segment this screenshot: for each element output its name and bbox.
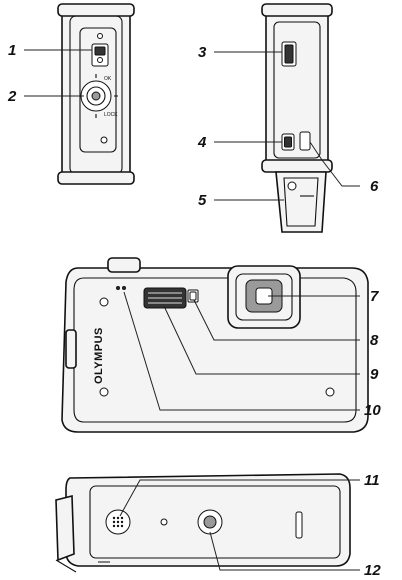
hdmi-micro-connector: [281, 133, 295, 151]
lock-mark: LOCK: [104, 112, 118, 118]
leader-lines: [24, 49, 360, 571]
battery-card-lock-knob: [74, 74, 118, 118]
flash: [143, 287, 187, 309]
leader-12: [209, 531, 360, 571]
callout-10: 10: [364, 402, 381, 419]
leader-9: [163, 305, 360, 375]
camera-front-view: OLYMPUS: [61, 257, 369, 433]
callout-6: 6: [370, 178, 379, 195]
callout-labels: 1 2 3 4 5 6 7 8 9 10 11 12: [7, 42, 381, 579]
callout-12: 12: [364, 562, 381, 579]
callout-8: 8: [370, 332, 379, 349]
brand-logo: OLYMPUS: [93, 327, 105, 384]
microphone: [116, 286, 126, 290]
connector-lock: [299, 131, 311, 151]
camera-side-view-closed: OK LOCK: [57, 3, 135, 185]
leader-8: [193, 299, 360, 341]
callout-1: 1: [8, 42, 16, 59]
callout-2: 2: [7, 88, 17, 105]
camera-side-view-open: [261, 3, 333, 233]
callout-4: 4: [197, 134, 207, 151]
camera-bottom-view: [55, 473, 351, 573]
callout-9: 9: [370, 366, 379, 383]
speaker: [105, 509, 131, 535]
ok-mark: OK: [104, 76, 112, 82]
callout-5: 5: [198, 192, 207, 209]
connector-cover-open: [275, 171, 327, 233]
leader-11: [119, 479, 360, 517]
leader-6: [309, 141, 360, 187]
tripod-socket: [197, 509, 223, 535]
leader-10: [123, 291, 360, 411]
callout-11: 11: [364, 472, 380, 489]
multi-connector: [281, 41, 297, 67]
callout-3: 3: [198, 44, 207, 61]
callout-7: 7: [370, 288, 379, 305]
lens: [227, 265, 301, 329]
lock-switch: [91, 43, 109, 67]
